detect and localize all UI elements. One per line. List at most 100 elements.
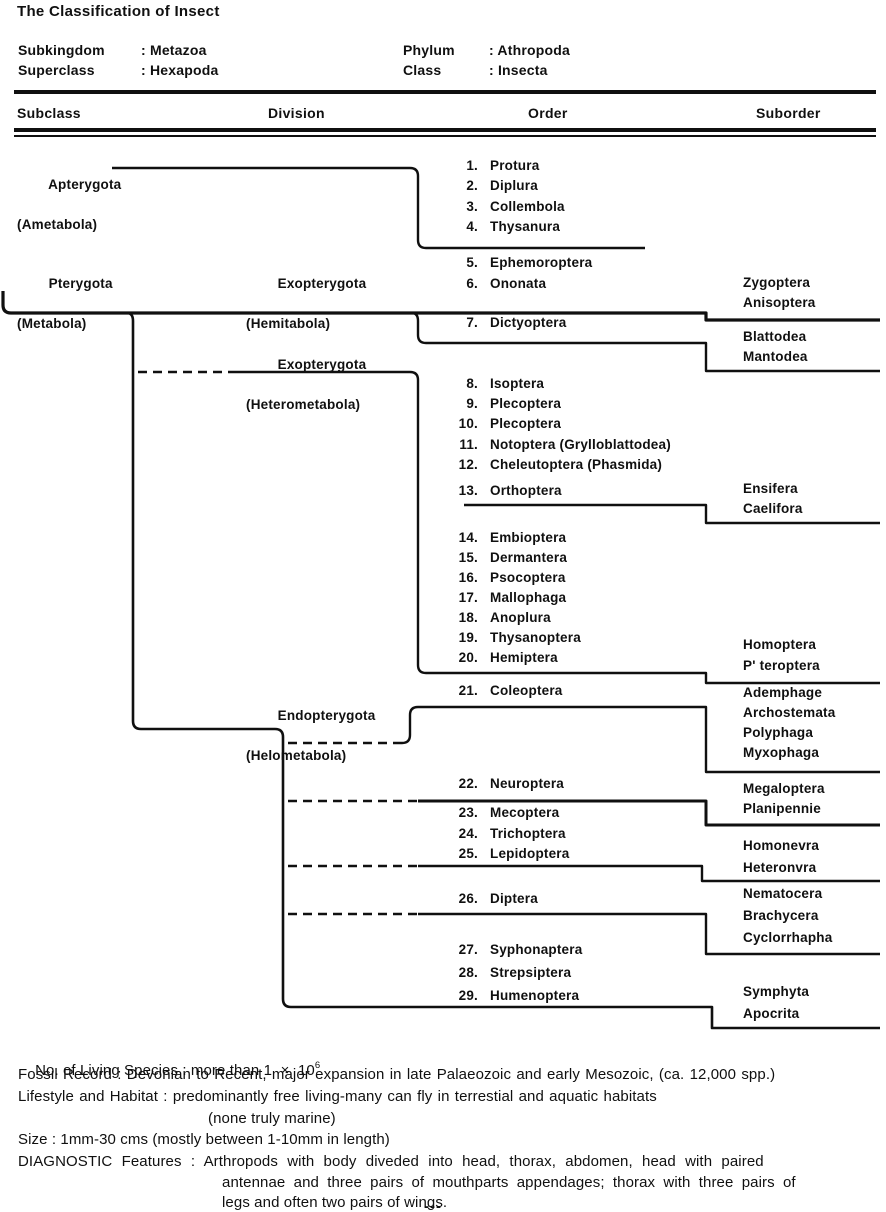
- order-row: 13. Orthoptera: [440, 483, 562, 498]
- order-row: 18. Anoplura: [440, 610, 551, 625]
- page-number-partial: ---: [424, 1198, 442, 1210]
- order-name: Strepsiptera: [490, 965, 572, 980]
- order-number: 12.: [458, 457, 478, 472]
- order-name: Thysanoptera: [490, 630, 581, 645]
- suborder-label: Heteronvra: [743, 860, 817, 875]
- order-number: 9.: [466, 396, 478, 411]
- footer-line: DIAGNOSTIC Features : Arthropods with bo…: [18, 1153, 764, 1170]
- order-name: Notoptera (Grylloblattodea): [490, 437, 671, 452]
- suborder-label: Mantodea: [743, 349, 808, 364]
- order-number: 1.: [466, 158, 478, 173]
- footer-line: legs and often two pairs of wings.: [222, 1194, 448, 1211]
- order-row: 21. Coleoptera: [440, 683, 563, 698]
- suborder-label: Blattodea: [743, 329, 807, 344]
- order-number: 7.: [466, 315, 478, 330]
- order-name: Orthoptera: [490, 483, 562, 498]
- footer-line: (none truly marine): [208, 1110, 336, 1127]
- order-number: 6.: [466, 276, 478, 291]
- text-label: Division: [268, 105, 325, 121]
- text-label: Superclass: [18, 62, 95, 78]
- text-label: Class: [403, 62, 442, 78]
- order-name: Plecoptera: [490, 396, 562, 411]
- suborder-label: Symphyta: [743, 984, 810, 999]
- order-name: Isoptera: [490, 376, 545, 391]
- order-number: 10.: [458, 416, 478, 431]
- order-name: Hemiptera: [490, 650, 558, 665]
- order-number: 4.: [466, 219, 478, 234]
- division-label: Exopterygota (Heterometabola): [246, 357, 367, 412]
- text-label: : Athropoda: [489, 42, 570, 58]
- order-number: 2.: [466, 178, 478, 193]
- text-label: Subkingdom: [18, 42, 105, 58]
- order-row: 26. Diptera: [440, 891, 538, 906]
- order-number: 26.: [458, 891, 478, 906]
- order-row: 22. Neuroptera: [440, 776, 564, 791]
- subclass-label: Apterygota (Ametabola): [17, 177, 122, 232]
- order-name: Plecoptera: [490, 416, 562, 431]
- order-number: 24.: [458, 826, 478, 841]
- order-name: Humenoptera: [490, 988, 580, 1003]
- order-row: 8. Isoptera: [440, 376, 544, 391]
- order-row: 14. Embioptera: [440, 530, 566, 545]
- suborder-label: Ensifera: [743, 481, 798, 496]
- order-number: 29.: [458, 988, 478, 1003]
- suborder-label: Homoptera: [743, 637, 817, 652]
- suborder-label: Myxophaga: [743, 745, 820, 760]
- order-name: Mecoptera: [490, 805, 560, 820]
- order-number: 19.: [458, 630, 478, 645]
- order-number: 5.: [466, 255, 478, 270]
- order-name: Lepidoptera: [490, 846, 570, 861]
- order-number: 14.: [458, 530, 478, 545]
- text-label: Phylum: [403, 42, 455, 58]
- order-number: 17.: [458, 590, 478, 605]
- order-row: 4. Thysanura: [440, 219, 560, 234]
- order-number: 22.: [458, 776, 478, 791]
- order-row: 29. Humenoptera: [440, 988, 579, 1003]
- order-row: 16. Psocoptera: [440, 570, 566, 585]
- order-name: Coleoptera: [490, 683, 563, 698]
- order-name: Trichoptera: [490, 826, 566, 841]
- order-name: Cheleutoptera (Phasmida): [490, 457, 663, 472]
- text-label: Suborder: [756, 105, 821, 121]
- subclass-label: Pterygota (Metabola): [17, 276, 113, 331]
- order-row: 10. Plecoptera: [440, 416, 561, 431]
- order-number: 15.: [458, 550, 478, 565]
- order-name: Embioptera: [490, 530, 567, 545]
- suborder-label: Nematocera: [743, 886, 823, 901]
- living-species-note: No. of Living Species : more than 1 × 10…: [35, 1060, 321, 1079]
- suborder-label: P' teroptera: [743, 658, 820, 673]
- header-rule-top: [14, 90, 876, 94]
- order-number: 23.: [458, 805, 478, 820]
- suborder-label: Megaloptera: [743, 781, 825, 796]
- order-number: 18.: [458, 610, 478, 625]
- order-name: Mallophaga: [490, 590, 567, 605]
- footer-line: Fossil Record : Devonian to Recent, majo…: [18, 1066, 776, 1083]
- order-number: 21.: [458, 683, 478, 698]
- order-number: 20.: [458, 650, 478, 665]
- order-row: 15. Dermantera: [440, 550, 567, 565]
- order-row: 1. Protura: [440, 158, 539, 173]
- order-number: 8.: [466, 376, 478, 391]
- suborder-label: Apocrita: [743, 1006, 800, 1021]
- suborder-label: Brachycera: [743, 908, 819, 923]
- order-name: Dermantera: [490, 550, 568, 565]
- text-label: : Hexapoda: [141, 62, 219, 78]
- order-row: 28. Strepsiptera: [440, 965, 571, 980]
- order-number: 25.: [458, 846, 478, 861]
- order-row: 25. Lepidoptera: [440, 846, 570, 861]
- order-row: 5. Ephemoroptera: [440, 255, 592, 270]
- order-row: 17. Mallophaga: [440, 590, 566, 605]
- suborder-label: Caelifora: [743, 501, 803, 516]
- order-number: 13.: [458, 483, 478, 498]
- footer-line: Size : 1mm-30 cms (mostly between 1-10mm…: [18, 1131, 390, 1148]
- order-name: Dictyoptera: [490, 315, 567, 330]
- order-row: 19. Thysanoptera: [440, 630, 581, 645]
- order-row: 2. Diplura: [440, 178, 538, 193]
- suborder-label: Planipennie: [743, 801, 821, 816]
- text-label: : Insecta: [489, 62, 548, 78]
- column-rule-thick: [14, 128, 876, 132]
- text-label: : Metazoa: [141, 42, 207, 58]
- order-name: Thysanura: [490, 219, 561, 234]
